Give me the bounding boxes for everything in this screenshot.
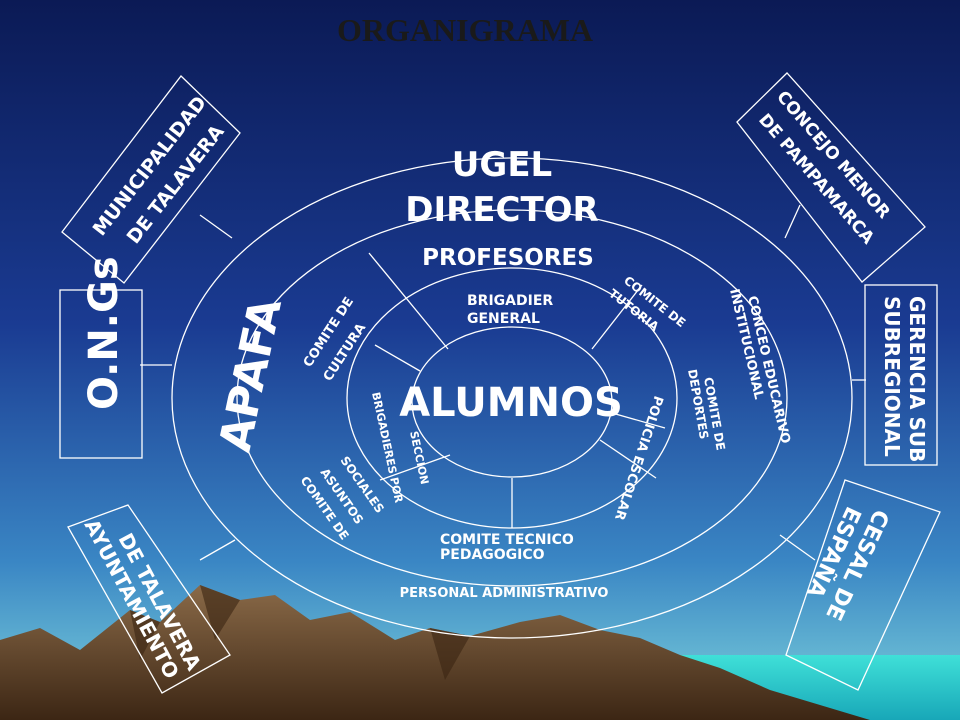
- spokes: [140, 204, 866, 561]
- rings: [171, 157, 853, 639]
- page-title: ORGANIGRAMA: [337, 12, 593, 48]
- label-personal-administrativo: PERSONAL ADMINISTRATIVO: [400, 586, 609, 601]
- box-ayuntamiento: [67, 504, 231, 694]
- box-gerencia: [864, 284, 938, 466]
- middle-ring: [236, 209, 788, 587]
- label-general: GENERAL: [467, 311, 540, 327]
- label-subregional: SUBREGIONAL: [880, 296, 904, 457]
- label-pedagogico: PEDAGOGICO: [440, 547, 545, 563]
- label-ugel: UGEL: [452, 145, 552, 185]
- box-municipalidad: [61, 75, 241, 284]
- label-director: DIRECTOR: [405, 190, 599, 230]
- box-ongs: [59, 289, 143, 459]
- external-boxes: [59, 72, 941, 694]
- label-alumnos: ALUMNOS: [399, 380, 623, 426]
- label-gerencia-sub: GERENCIA SUB: [905, 296, 929, 462]
- box-concejo-menor: [736, 72, 926, 283]
- box-cesal: [785, 479, 941, 691]
- label-ongs: O.N.Gs: [81, 256, 127, 410]
- label-brigadier: BRIGADIER: [467, 293, 553, 309]
- core-ring: [411, 326, 613, 478]
- outer-ring: [171, 157, 853, 639]
- label-comite-tecnico: COMITE TECNICO: [440, 532, 574, 548]
- label-profesores: PROFESORES: [422, 245, 594, 271]
- mountain-shadow: [130, 585, 470, 680]
